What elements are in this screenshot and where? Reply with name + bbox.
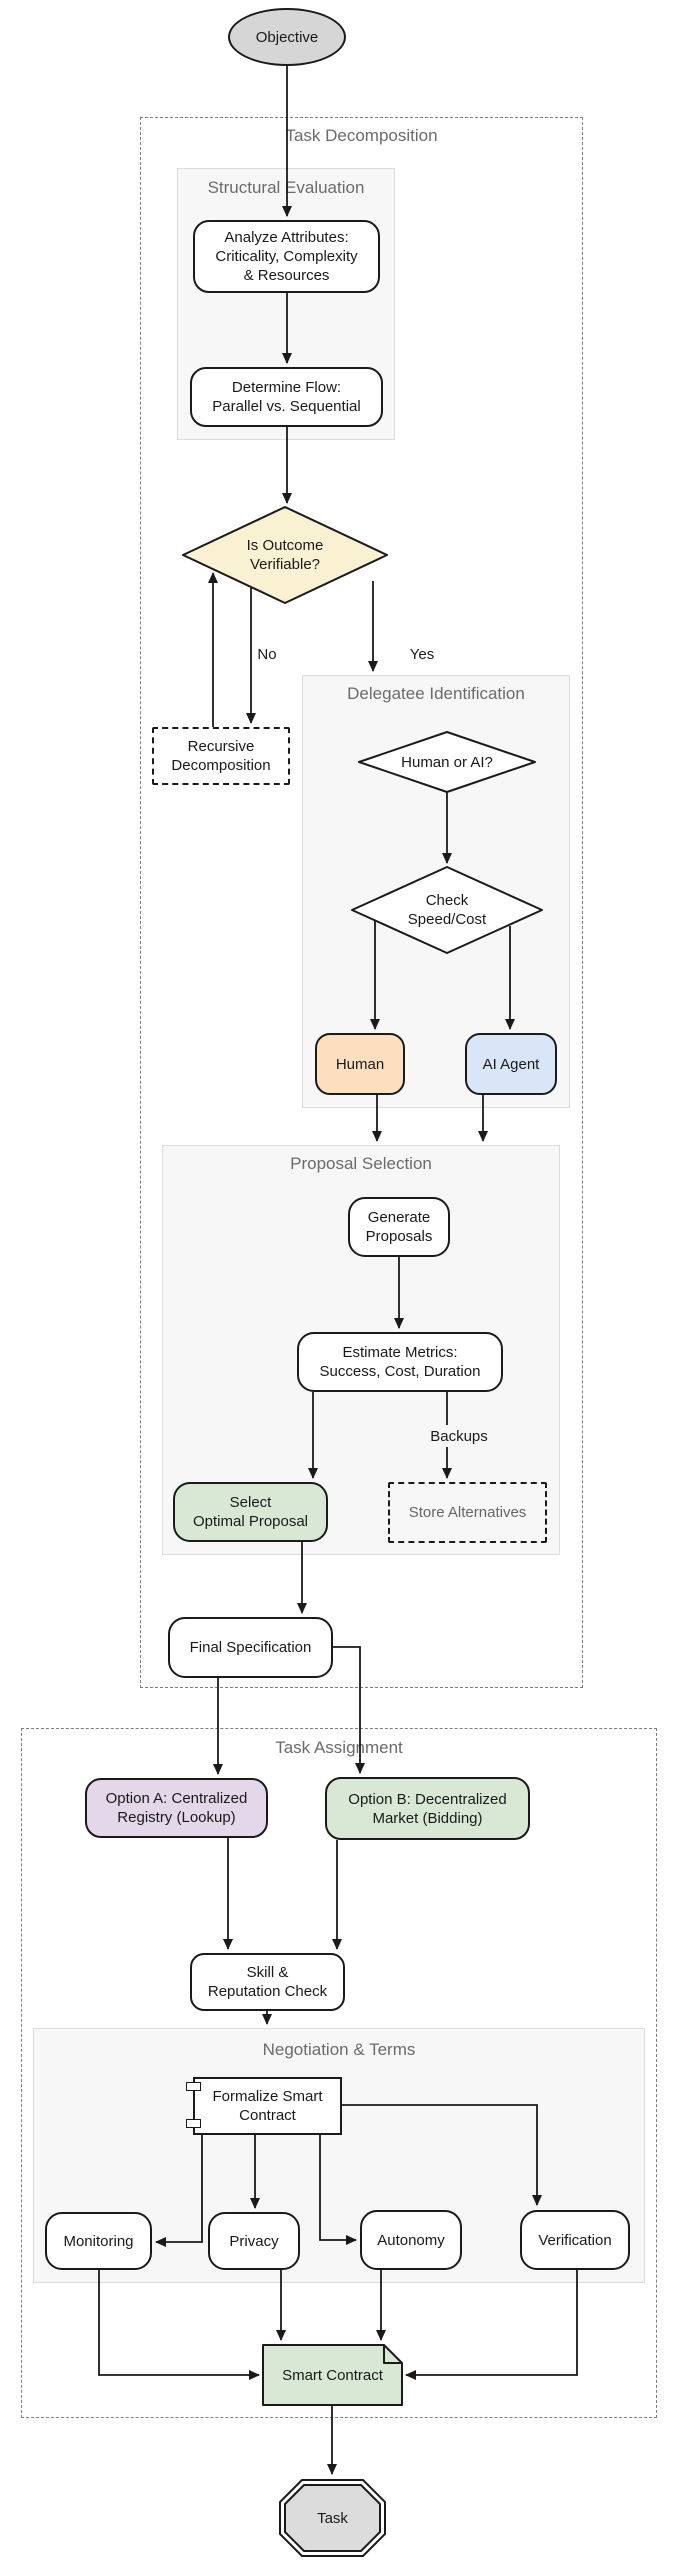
node-human: Human [315, 1033, 405, 1095]
node-select-optimal-proposal: Select Optimal Proposal [173, 1482, 328, 1542]
edge-monitoring-smartcontract [98, 2270, 260, 2380]
node-formalize-smart-contract: Formalize Smart Contract [193, 2077, 342, 2135]
node-recursive-decomposition: Recursive Decomposition [152, 727, 290, 785]
label-task-decomposition: Task Decomposition [285, 126, 438, 145]
node-monitoring: Monitoring [45, 2212, 152, 2270]
edge-label-backups: Backups [427, 1425, 491, 1447]
diamond-check-speed-cost [351, 866, 543, 954]
node-verification: Verification [520, 2210, 630, 2270]
node-privacy: Privacy [208, 2212, 300, 2270]
label-negotiation-terms: Negotiation & Terms [262, 2040, 416, 2059]
node-analyze-attributes: Analyze Attributes: Criticality, Complex… [193, 220, 380, 293]
node-human-or-ai-label: Human or AI? [401, 753, 493, 771]
label-proposal-selection: Proposal Selection [290, 1154, 432, 1173]
container-task-assignment [21, 1728, 657, 2418]
node-objective: Objective [228, 8, 346, 66]
node-determine-flow: Determine Flow: Parallel vs. Sequential [190, 367, 383, 427]
label-delegatee-identification: Delegatee Identification [347, 684, 525, 703]
node-is-outcome-verifiable-label: Is Outcome Verifiable? [246, 537, 324, 573]
node-final-specification: Final Specification [168, 1617, 333, 1678]
node-skill-reputation-check: Skill & Reputation Check [190, 1953, 345, 2011]
uml-component-tab-bottom [186, 2119, 201, 2128]
octagon-task-inner [284, 2484, 381, 2552]
label-task-assignment: Task Assignment [275, 1738, 403, 1757]
node-estimate-metrics: Estimate Metrics: Success, Cost, Duratio… [297, 1332, 503, 1392]
node-smart-contract-label: Smart Contract [282, 2366, 383, 2384]
edge-finalspec-optionb [333, 1646, 365, 1774]
edge-label-yes: Yes [403, 643, 441, 665]
uml-component-tab-top [186, 2082, 201, 2091]
node-generate-proposals: Generate Proposals [348, 1197, 450, 1257]
note-smart-contract [262, 2344, 403, 2406]
node-option-a-centralized: Option A: Centralized Registry (Lookup) [85, 1778, 268, 1838]
label-structural-evaluation: Structural Evaluation [207, 178, 365, 197]
diamond-human-or-ai [358, 731, 536, 793]
node-autonomy: Autonomy [360, 2210, 462, 2270]
diamond-is-outcome-verifiable [182, 506, 388, 604]
edge-verification-smartcontract [405, 2270, 578, 2380]
node-task-label: Task [317, 2509, 348, 2527]
edge-label-no: No [252, 643, 282, 665]
edge-formalize-autonomy [319, 2135, 357, 2245]
note-smart-contract-fold [383, 2345, 402, 2364]
node-store-alternatives: Store Alternatives [388, 1482, 547, 1543]
node-option-b-decentralized: Option B: Decentralized Market (Bidding) [325, 1777, 530, 1840]
container-task-decomposition [140, 117, 583, 1688]
edge-formalize-monitoring [155, 2135, 203, 2247]
node-check-speed-cost-label: Check Speed/Cost [407, 892, 487, 928]
node-ai-agent: AI Agent [465, 1033, 557, 1095]
edge-formalize-verification [342, 2104, 542, 2206]
